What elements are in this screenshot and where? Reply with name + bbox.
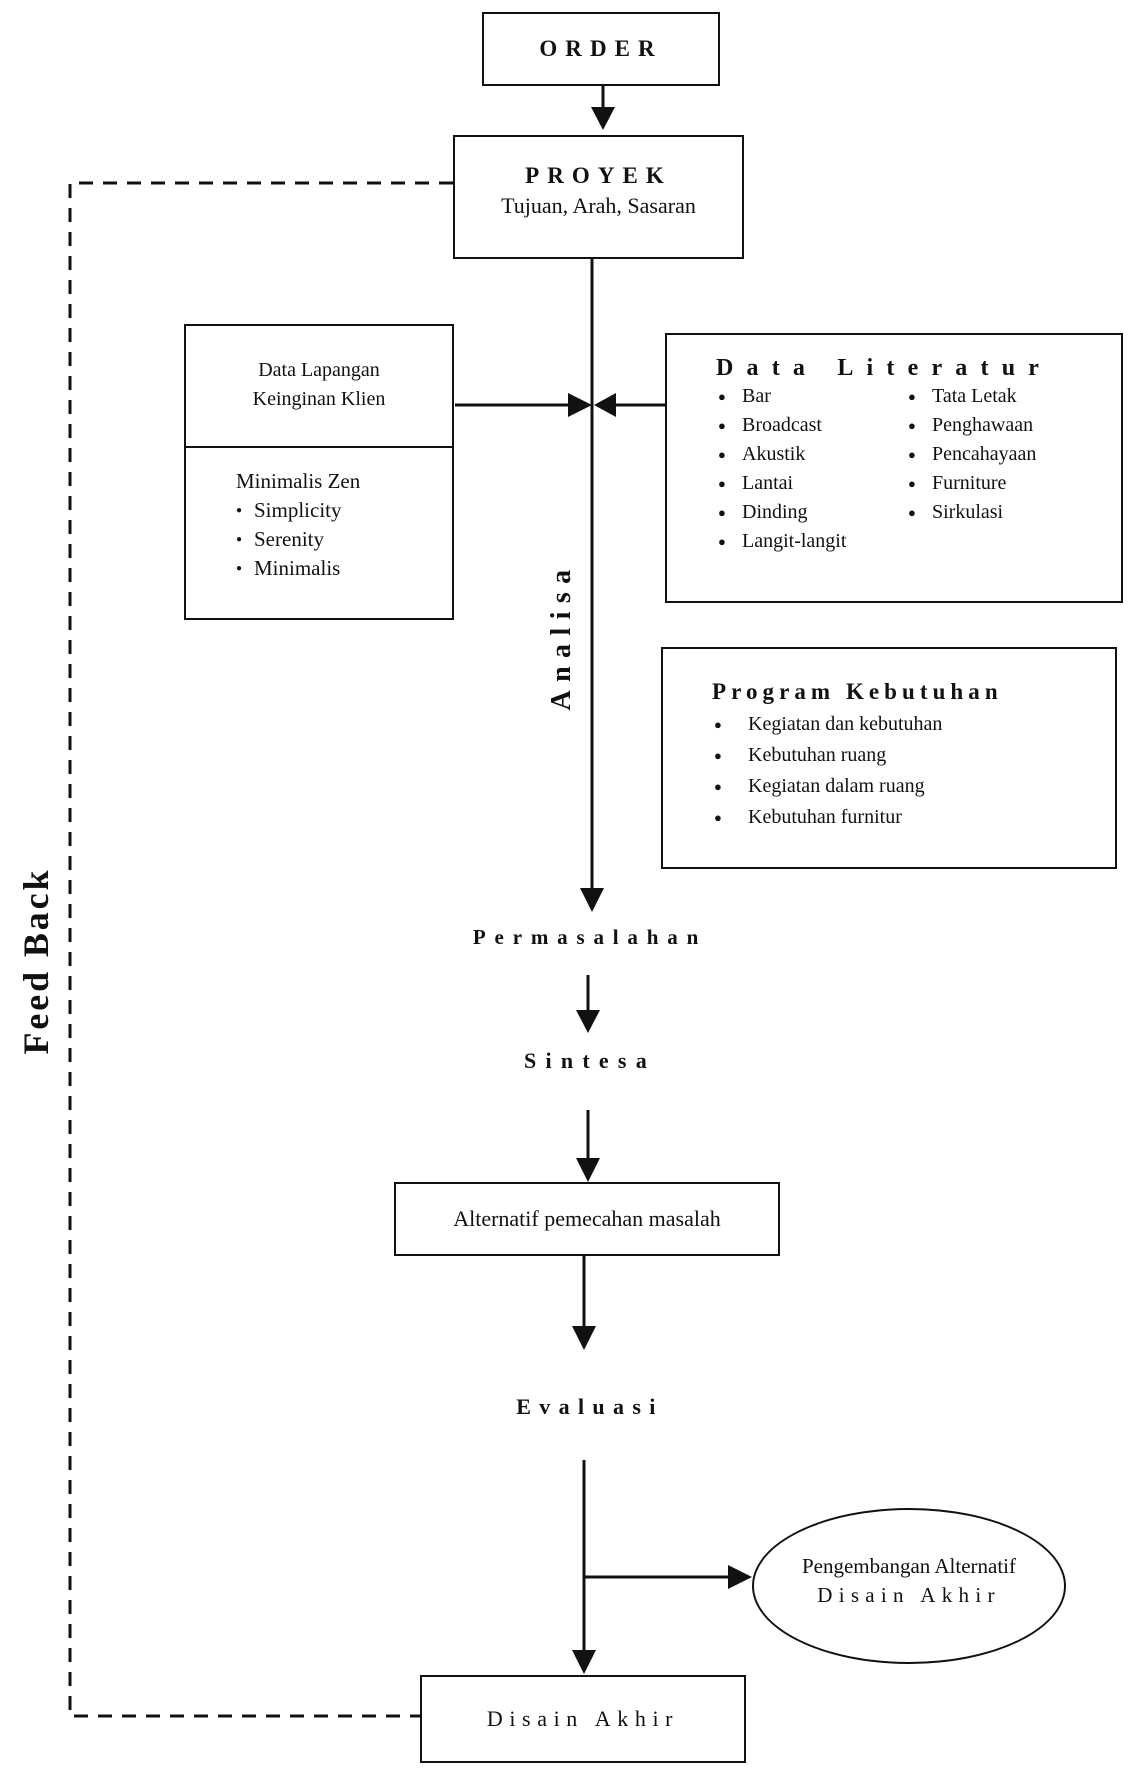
data-literatur-title: Data Literatur	[716, 355, 1053, 381]
list-item: Tata Letak	[906, 382, 1036, 411]
disain-akhir-label: Disain Akhir	[486, 1706, 680, 1731]
minimalis-section: Minimalis Zen Simplicity Serenity Minima…	[186, 448, 452, 583]
list-item: Minimalis	[236, 554, 452, 583]
order-label: ORDER	[539, 36, 663, 61]
arrowhead-permasalahan	[580, 888, 604, 912]
data-literatur-box: Data Literatur Bar Broadcast Akustik Lan…	[665, 333, 1123, 603]
list-item: Langit-langit	[716, 527, 846, 556]
arrowhead-order-proyek	[591, 107, 615, 130]
arrowhead-evaluasi	[572, 1326, 596, 1350]
keinginan-klien-label: Keinginan Klien	[252, 388, 386, 410]
arrowhead-sintesa	[576, 1010, 600, 1033]
list-item: Dinding	[716, 498, 846, 527]
alternatif-box: Alternatif pemecahan masalah	[394, 1182, 780, 1256]
program-kebutuhan-title: Program Kebutuhan	[712, 679, 1003, 704]
data-lapangan-label: Data Lapangan	[258, 359, 380, 381]
feedback-label: Feed Back	[15, 851, 57, 1071]
list-item: Sirkulasi	[906, 498, 1036, 527]
list-item: Kegiatan dan kebutuhan	[712, 709, 1115, 740]
list-item: Penghawaan	[906, 411, 1036, 440]
arrowhead-alternatif	[576, 1158, 600, 1182]
list-item: Lantai	[716, 469, 846, 498]
pengembangan-line1: Pengembangan Alternatif	[801, 1554, 1017, 1578]
disain-akhir-box: Disain Akhir	[420, 1675, 746, 1763]
analisa-label: Analisa	[546, 561, 577, 711]
pengembangan-line2: Disain Akhir	[817, 1583, 1001, 1607]
data-lapangan-section: Data Lapangan Keinginan Klien	[186, 326, 452, 448]
list-item: Akustik	[716, 440, 846, 469]
proyek-title: PROYEK	[525, 163, 672, 188]
minimalis-list: Simplicity Serenity Minimalis	[236, 496, 452, 583]
arrowhead-left-input	[568, 393, 592, 417]
list-item: Kegiatan dalam ruang	[712, 771, 1115, 802]
list-item: Bar	[716, 382, 846, 411]
list-item: Pencahayaan	[906, 440, 1036, 469]
list-item: Simplicity	[236, 496, 452, 525]
minimalis-title: Minimalis Zen	[236, 469, 361, 493]
permasalahan-label: Permasalahan	[472, 925, 708, 949]
list-item: Kebutuhan furnitur	[712, 802, 1115, 833]
arrowhead-pengembangan	[728, 1565, 752, 1589]
pengembangan-ellipse: Pengembangan Alternatif Disain Akhir	[752, 1508, 1066, 1664]
list-item: Kebutuhan ruang	[712, 740, 1115, 771]
list-item: Broadcast	[716, 411, 846, 440]
list-item: Furniture	[906, 469, 1036, 498]
list-item: Serenity	[236, 525, 452, 554]
evaluasi-label: Evaluasi	[516, 1394, 664, 1419]
sintesa-label: Sintesa	[524, 1048, 656, 1073]
proyek-subtitle: Tujuan, Arah, Sasaran	[501, 193, 696, 218]
alternatif-label: Alternatif pemecahan masalah	[453, 1206, 721, 1231]
feedback-dashed-loop	[68, 181, 453, 1718]
program-kebutuhan-box: Program Kebutuhan Kegiatan dan kebutuhan…	[661, 647, 1117, 869]
arrowhead-disain-akhir	[572, 1650, 596, 1674]
program-kebutuhan-list: Kegiatan dan kebutuhan Kebutuhan ruang K…	[712, 709, 1115, 833]
arrowhead-right-input	[594, 393, 616, 417]
data-literatur-col1: Bar Broadcast Akustik Lantai Dinding Lan…	[716, 382, 846, 556]
data-lapangan-box: Data Lapangan Keinginan Klien Minimalis …	[184, 324, 454, 620]
data-literatur-col2: Tata Letak Penghawaan Pencahayaan Furnit…	[906, 382, 1036, 527]
proyek-box: PROYEK Tujuan, Arah, Sasaran	[453, 135, 744, 259]
order-box: ORDER	[482, 12, 720, 86]
